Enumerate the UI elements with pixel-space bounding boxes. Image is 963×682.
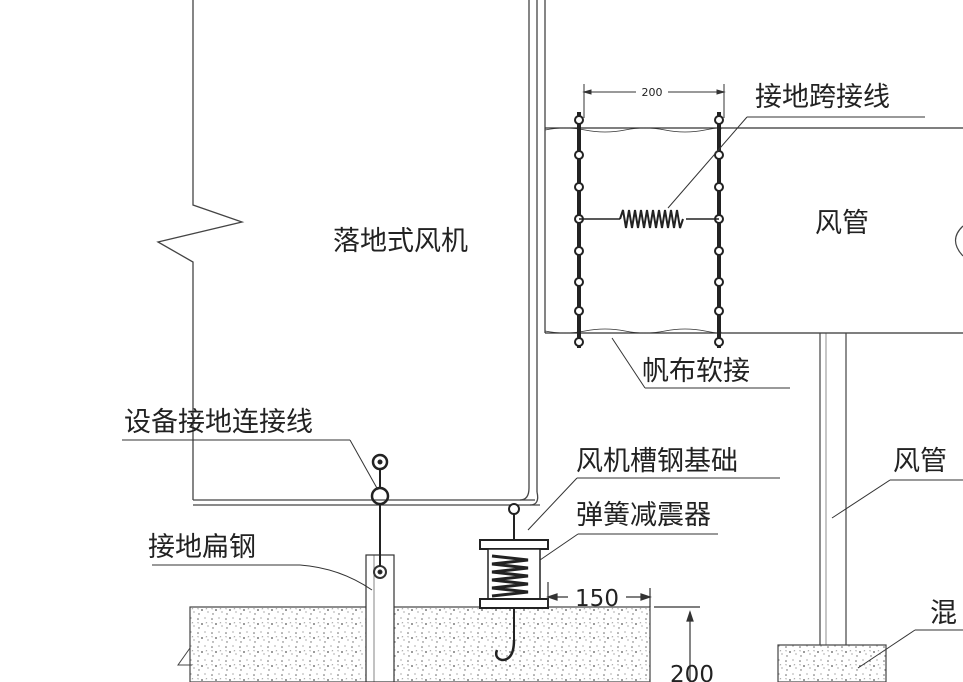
concrete-base [189, 606, 651, 682]
leader-channel-base [527, 477, 780, 531]
leader-concrete [857, 629, 963, 669]
isolator-offset-value: 150 [575, 586, 619, 612]
label-bonding-jumper: 接地跨接线 [755, 82, 890, 113]
label-fan: 落地式风机 [333, 226, 468, 257]
isolator-offset-dimension [546, 582, 652, 607]
leader-canvas-joint [611, 337, 790, 389]
joint-width-dimension [582, 84, 726, 118]
label-ground-flat-steel: 接地扁钢 [148, 532, 256, 563]
label-spring-isolator: 弹簧减震器 [576, 500, 711, 531]
leader-equipment-ground [122, 439, 379, 491]
joint-width-value: 200 [642, 86, 663, 99]
spring-isolator [479, 503, 549, 662]
label-duct-vertical: 风管 [893, 446, 947, 477]
concrete-pad-right [777, 644, 887, 682]
concrete-break-mark [177, 647, 192, 666]
label-canvas-joint: 帆布软接 [642, 356, 750, 387]
label-concrete: 混 [930, 598, 957, 629]
vertical-duct [819, 333, 847, 682]
bolts-right-flange [714, 115, 724, 347]
base-height-dimension [654, 606, 700, 682]
fan-body [156, 0, 546, 506]
leader-bonding-jumper [667, 116, 925, 209]
leader-ground-flat-steel [152, 564, 373, 591]
leader-duct-vertical [831, 479, 963, 519]
leader-spring-isolator [539, 533, 718, 561]
bonding-jumper-wire [579, 209, 719, 229]
base-height-value: 200 [670, 662, 714, 682]
label-equipment-ground-wire: 设备接地连接线 [124, 407, 313, 438]
label-duct-right: 风管 [815, 208, 869, 239]
duct-edge-arc [954, 225, 963, 257]
ground-flat-steel [365, 554, 395, 682]
label-channel-base: 风机槽钢基础 [576, 446, 738, 477]
canvas-flexible-joint [544, 112, 963, 348]
bolts-left-flange [574, 115, 584, 347]
ground-connection-wire [370, 453, 390, 566]
